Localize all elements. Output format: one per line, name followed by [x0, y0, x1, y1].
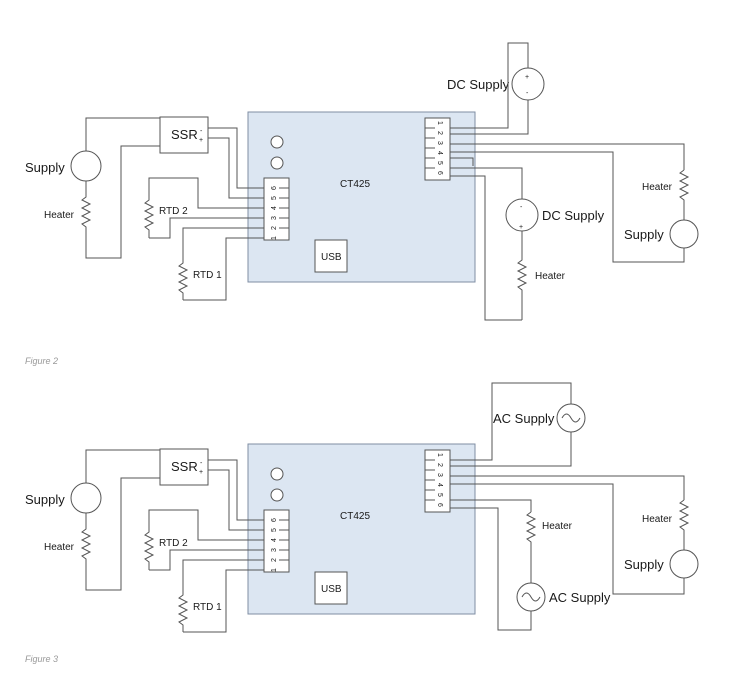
right-pin-2: 2	[436, 463, 443, 467]
ssr-box	[159, 116, 209, 154]
left-pin-5: 5	[271, 528, 278, 532]
usb-port	[314, 571, 348, 605]
left-pin-6: 6	[271, 518, 278, 522]
ssr-box	[159, 448, 209, 486]
left-pin-4: 4	[271, 538, 278, 542]
left-pin-3: 3	[271, 548, 278, 552]
mid-dc-minus: -	[520, 204, 523, 211]
right-pin-4: 4	[436, 483, 443, 487]
ssr-minus: -	[200, 460, 203, 467]
right-supply-symbol	[669, 219, 699, 249]
mid-ac-supply-label: AC Supply	[549, 590, 611, 605]
top-dc-supply-label: DC Supply	[447, 77, 510, 92]
right-heater-resistor	[678, 499, 690, 550]
indicator-led-2	[270, 156, 284, 170]
right-pin-5: 5	[436, 493, 443, 497]
ssr-label: SSR	[171, 459, 198, 474]
rtd2-resistor	[143, 190, 155, 238]
left-heater-resistor	[80, 193, 92, 230]
right-pin-3: 3	[436, 473, 443, 477]
figure-3-diagram: CT425 USB 6 5 4 3 2 1 1 2 3 4 5 6 SSR - …	[25, 382, 699, 633]
rtd2-label: RTD 2	[159, 538, 188, 549]
mid-dc-plus: +	[519, 224, 523, 231]
left-pin-6: 6	[271, 186, 278, 190]
left-supply-label: Supply	[25, 160, 65, 175]
rtd1-label: RTD 1	[193, 270, 222, 281]
left-heater-resistor	[80, 525, 92, 562]
right-pin-1: 1	[436, 453, 443, 457]
left-supply-symbol	[70, 482, 102, 514]
rtd1-resistor	[177, 587, 189, 632]
usb-label: USB	[321, 584, 342, 595]
left-supply-label: Supply	[25, 492, 65, 507]
ssr-plus: +	[199, 469, 203, 476]
mid-heater-resistor	[525, 511, 537, 583]
rtd2-label: RTD 2	[159, 206, 188, 217]
ssr-minus: -	[200, 128, 203, 135]
right-supply-label: Supply	[624, 557, 664, 572]
controller-label: CT425	[340, 179, 370, 190]
left-pin-2: 2	[271, 226, 278, 230]
mid-heater-label: Heater	[535, 271, 566, 282]
top-dc-minus: -	[526, 90, 529, 97]
left-pin-1: 1	[271, 236, 278, 240]
left-supply-symbol	[70, 150, 102, 182]
figure-3-caption: Figure 3	[25, 654, 58, 664]
left-heater-label: Heater	[44, 542, 75, 553]
right-pin-1: 1	[436, 121, 443, 125]
right-heater-label: Heater	[642, 514, 673, 525]
top-ac-wave-icon	[561, 413, 581, 423]
figure-2-diagram: CT425 USB 6 5 4 3 2 1 1 2 3 4 5 6 SSR - …	[25, 42, 699, 321]
figure-2-caption: Figure 2	[25, 356, 58, 366]
mid-heater-resistor	[516, 231, 528, 320]
right-pin-4: 4	[436, 151, 443, 155]
indicator-led-2	[270, 488, 284, 502]
left-pin-5: 5	[271, 196, 278, 200]
mid-heater-label: Heater	[542, 521, 573, 532]
indicator-led-1	[270, 467, 284, 481]
controller-label: CT425	[340, 511, 370, 522]
right-pin-5: 5	[436, 161, 443, 165]
mid-dc-supply-label: DC Supply	[542, 208, 605, 223]
right-supply-symbol	[669, 549, 699, 579]
right-heater-resistor	[678, 169, 690, 220]
mid-ac-wave-icon	[521, 592, 541, 602]
left-pin-2: 2	[271, 558, 278, 562]
usb-label: USB	[321, 252, 342, 263]
right-pin-6: 6	[436, 503, 443, 507]
left-pin-1: 1	[271, 568, 278, 572]
right-heater-label: Heater	[642, 182, 673, 193]
left-heater-label: Heater	[44, 210, 75, 221]
top-dc-plus: +	[525, 74, 529, 81]
right-supply-label: Supply	[624, 227, 664, 242]
right-pin-3: 3	[436, 141, 443, 145]
right-pin-6: 6	[436, 171, 443, 175]
usb-port	[314, 239, 348, 273]
rtd1-resistor	[177, 255, 189, 300]
right-pin-2: 2	[436, 131, 443, 135]
rtd1-label: RTD 1	[193, 602, 222, 613]
left-pin-3: 3	[271, 216, 278, 220]
left-pin-4: 4	[271, 206, 278, 210]
indicator-led-1	[270, 135, 284, 149]
top-ac-supply-label: AC Supply	[493, 411, 555, 426]
rtd2-resistor	[143, 522, 155, 570]
ssr-label: SSR	[171, 127, 198, 142]
ssr-plus: +	[199, 137, 203, 144]
